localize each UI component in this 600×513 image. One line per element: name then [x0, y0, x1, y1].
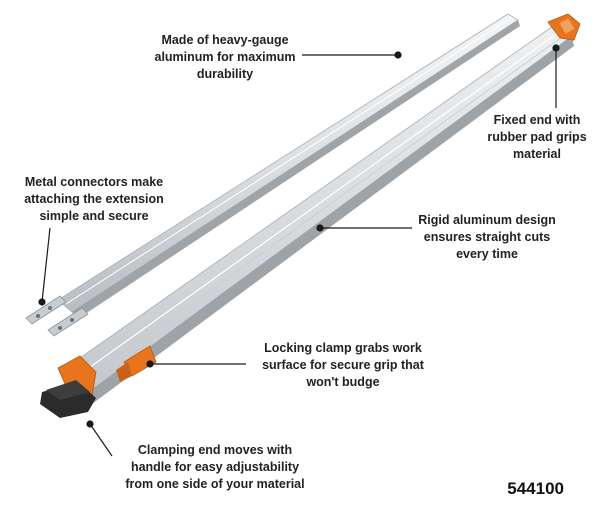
callout-connectors: Metal connectors make attaching the exte… [24, 175, 164, 223]
leader-lines [38, 44, 560, 457]
callout-fixed-end: Fixed end with rubber pad grips material [487, 113, 587, 161]
callout-locking: Locking clamp grabs work surface for sec… [262, 341, 424, 389]
metal-connectors [25, 295, 89, 337]
callout-aluminum: Made of heavy-gauge aluminum for maximum… [154, 33, 296, 81]
callout-rigid: Rigid aluminum design ensures straight c… [418, 213, 556, 261]
callout-clamping-end: Clamping end moves with handle for easy … [125, 443, 305, 491]
clamping-end [40, 355, 97, 418]
fixed-end-cap [547, 13, 581, 41]
extension-rail [57, 13, 520, 320]
model-number: 544100 [507, 479, 564, 498]
locking-clamp [116, 345, 157, 382]
